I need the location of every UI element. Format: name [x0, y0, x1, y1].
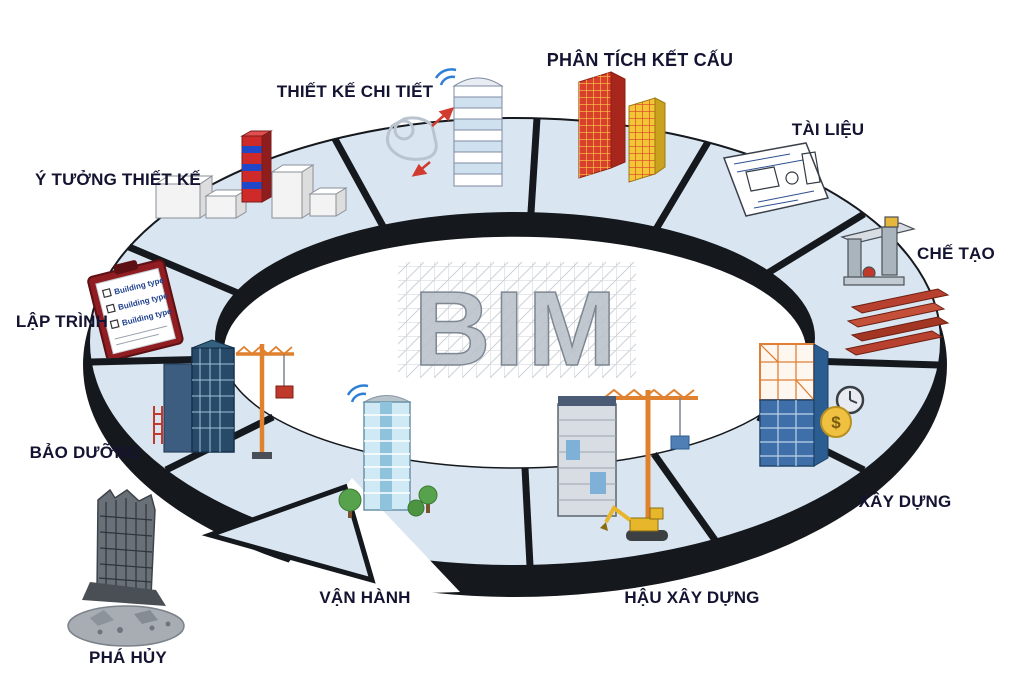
- rubble-pile: [67, 605, 185, 647]
- sketch-outline: [386, 116, 438, 161]
- documentation-illustration: [722, 142, 830, 217]
- coin-symbol: $: [831, 413, 841, 432]
- building-shell: [557, 396, 617, 517]
- stage-label-thiet-ke-chi-tiet: THIẾT KẾ CHI TIẾT: [276, 82, 434, 101]
- segment-dividers: [90, 117, 940, 567]
- maintenance-building: [163, 339, 235, 453]
- ruined-building: [82, 488, 166, 606]
- white-block: [308, 187, 348, 217]
- demolition-illustration: [67, 488, 185, 647]
- stage-label-bao-duong: BẢO DƯỠNG: [29, 443, 141, 462]
- tower-model: [452, 77, 504, 187]
- clock-icon: [835, 385, 865, 415]
- stage-label-y-tuong-thiet-ke: Ý TƯỞNG THIẾT KẾ: [35, 170, 201, 189]
- stage-label-van-hanh: VẬN HÀNH: [319, 588, 411, 607]
- tower-crane-icon: [603, 388, 698, 528]
- signal-arcs-icon: [346, 384, 369, 403]
- structural-analysis-illustration: [578, 71, 666, 183]
- post-construction-illustration: [557, 388, 698, 541]
- stage-label-pha-huy: PHÁ HỦY: [89, 648, 167, 667]
- ladder-icon: [153, 406, 163, 444]
- maintenance-illustration: [153, 339, 294, 459]
- detail-design-illustration: [386, 68, 504, 187]
- bim-title: BIM: [414, 270, 620, 388]
- programming-clipboard-illustration: Building type Building type Building typ…: [87, 259, 184, 358]
- steel-beams: [844, 288, 950, 356]
- trees: [338, 485, 438, 518]
- construction-building: [759, 343, 829, 467]
- scaffold-grid: [398, 262, 636, 378]
- stage-label-che-tao: CHẾ TẠO: [917, 244, 995, 263]
- white-block: [270, 164, 315, 219]
- operation-illustration: [338, 384, 438, 518]
- stage-label-xay-dung: XÂY DỰNG: [858, 492, 952, 511]
- excavator-icon: [600, 505, 668, 541]
- blueprint-sheet: [722, 142, 830, 217]
- stage-label-tai-lieu: TÀI LIỆU: [791, 120, 865, 139]
- fem-tower-yellow: [628, 97, 666, 183]
- tower-crane-icon: [235, 344, 294, 459]
- concept-massing-illustration: [154, 130, 348, 219]
- stage-label-lap-trinh: LẬP TRÌNH: [15, 312, 109, 331]
- fabrication-machine: [840, 216, 916, 286]
- revision-arrows: [411, 107, 455, 177]
- stage-label-hau-xay-dung: HẬU XÂY DỰNG: [624, 588, 760, 607]
- clipboard: Building type Building type Building typ…: [87, 259, 184, 358]
- fem-tower-red: [578, 71, 626, 179]
- signal-arcs-icon: [434, 68, 457, 86]
- cycle-arrow: [201, 483, 376, 584]
- glass-tower: [362, 395, 412, 511]
- concept-tower: [240, 130, 273, 203]
- cost-coin-icon: $: [820, 406, 852, 438]
- fabrication-illustration: [840, 216, 950, 356]
- construction-illustration: $: [759, 343, 865, 467]
- white-block: [204, 189, 248, 219]
- stage-label-phan-tich-ket-cau: PHÂN TÍCH KẾT CẤU: [546, 50, 734, 70]
